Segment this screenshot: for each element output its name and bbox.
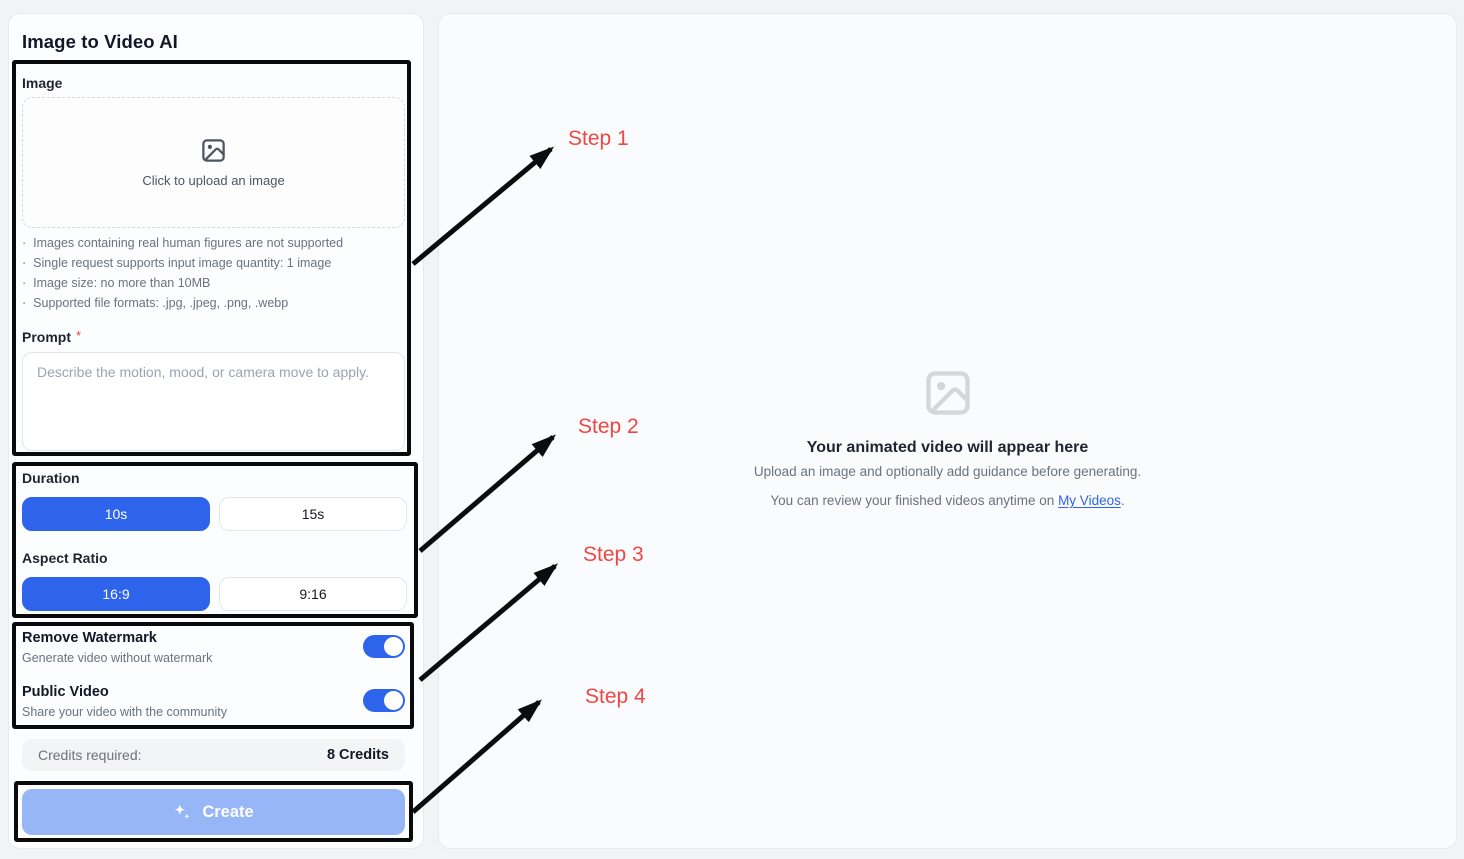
- aspect-ratio-options: 16:9 9:16: [22, 577, 407, 611]
- page-title: Image to Video AI: [22, 31, 178, 52]
- duration-option-15s[interactable]: 15s: [219, 497, 407, 531]
- aspect-option-9-16[interactable]: 9:16: [219, 577, 407, 611]
- duration-options: 10s 15s: [22, 497, 407, 531]
- public-video-label: Public Video: [22, 684, 109, 700]
- my-videos-link[interactable]: My Videos: [1058, 493, 1121, 508]
- image-placeholder-icon: [921, 367, 975, 419]
- credits-value: 8 Credits: [326, 747, 389, 763]
- public-video-subtitle: Share your video with the community: [22, 705, 227, 719]
- credits-label: Credits required:: [38, 747, 142, 763]
- preview-review-line: You can review your finished videos anyt…: [770, 493, 1125, 508]
- create-button[interactable]: Create: [22, 789, 405, 835]
- upload-hint-text: Click to upload an image: [142, 173, 285, 188]
- credits-row: Credits required: 8 Credits: [22, 739, 405, 771]
- prompt-input[interactable]: [22, 352, 405, 451]
- prompt-label: Prompt: [22, 329, 71, 345]
- duration-option-10s[interactable]: 10s: [22, 497, 210, 531]
- prompt-label-row: Prompt *: [22, 328, 82, 347]
- preview-subtitle: Upload an image and optionally add guida…: [753, 464, 1142, 479]
- list-item: ·Image size: no more than 10MB: [22, 276, 211, 290]
- required-asterisk: *: [76, 328, 82, 343]
- image-requirements-list: ·Images containing real human figures ar…: [22, 233, 407, 313]
- aspect-option-16-9[interactable]: 16:9: [22, 577, 210, 611]
- aspect-ratio-label: Aspect Ratio: [22, 550, 108, 566]
- preview-title: Your animated video will appear here: [806, 439, 1089, 456]
- preview-empty-state: Your animated video will appear here Upl…: [438, 367, 1457, 508]
- remove-watermark-label: Remove Watermark: [22, 630, 157, 646]
- create-button-label: Create: [202, 802, 254, 821]
- remove-watermark-toggle[interactable]: [363, 635, 405, 658]
- list-item: ·Images containing real human figures ar…: [22, 236, 344, 250]
- duration-label: Duration: [22, 470, 80, 486]
- list-item: ·Supported file formats: .jpg, .jpeg, .p…: [22, 296, 289, 310]
- image-label: Image: [22, 75, 63, 91]
- preview-panel: [438, 13, 1457, 849]
- image-upload-dropzone[interactable]: Click to upload an image: [22, 97, 405, 228]
- image-icon: [200, 137, 227, 164]
- list-item: ·Single request supports input image qua…: [22, 256, 332, 270]
- sparkles-icon: [173, 803, 192, 822]
- public-video-toggle[interactable]: [363, 689, 405, 712]
- remove-watermark-subtitle: Generate video without watermark: [22, 651, 213, 665]
